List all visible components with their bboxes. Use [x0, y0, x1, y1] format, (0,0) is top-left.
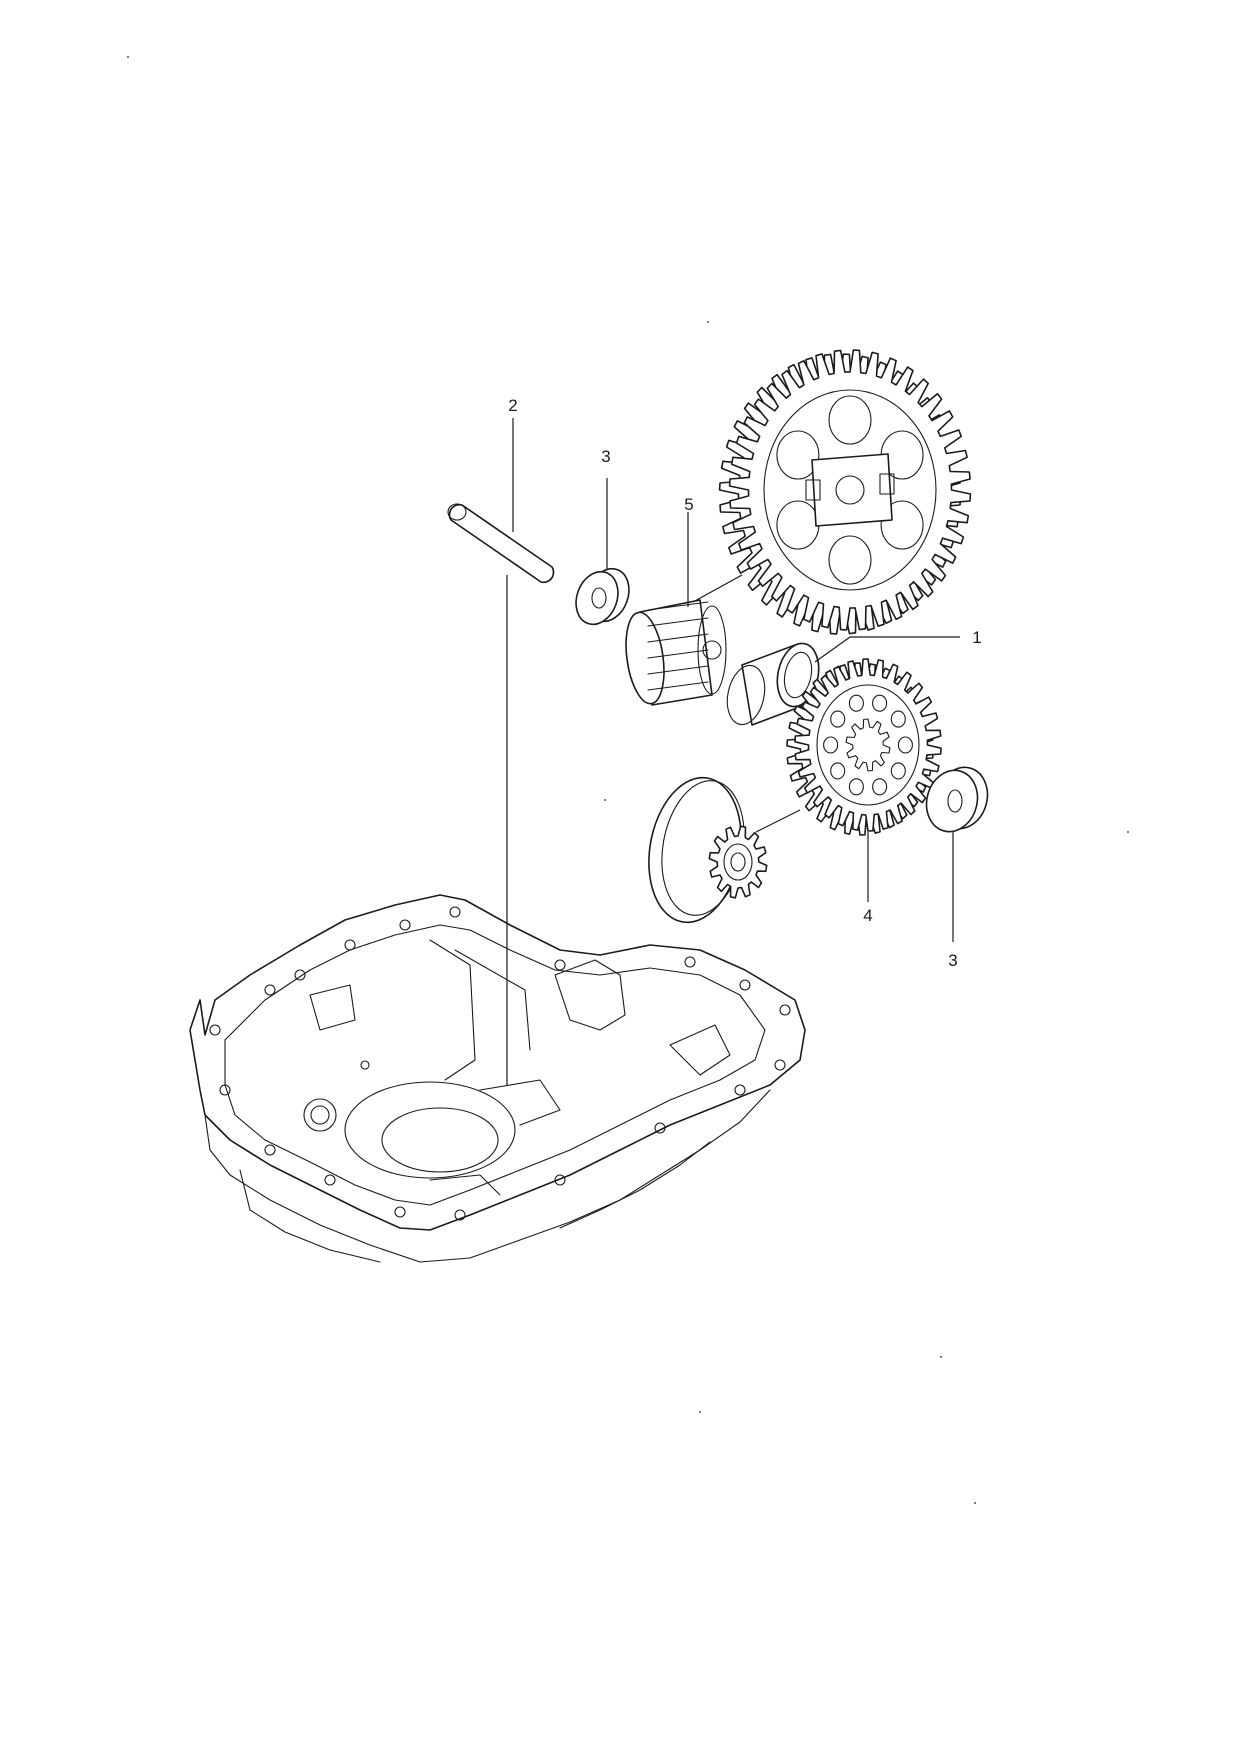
gear-hub-key-left: [805, 479, 821, 501]
gear-bore: [835, 475, 865, 505]
bushing-sleeve: [726, 642, 820, 726]
callout-5: 5: [684, 495, 693, 514]
leader-lines: [506, 418, 960, 1085]
callout-3-lower: 3: [948, 951, 957, 970]
scan-specks: [127, 56, 1129, 1504]
pinion-tooth-line: [647, 601, 709, 611]
gear-hole: [897, 736, 913, 754]
callout-4: 4: [863, 906, 872, 925]
gear-lightening-hole: [828, 395, 872, 445]
gear-hole: [830, 762, 846, 780]
callout-2: 2: [508, 396, 517, 415]
thrust-washer-lower: [925, 766, 989, 833]
gear-inner-rim: [816, 684, 920, 806]
gear-lightening-hole: [776, 430, 820, 480]
gear-hole: [890, 710, 906, 728]
disc-pinion-bore: [723, 843, 753, 881]
gear-hole: [890, 762, 906, 780]
pinion-tooth-line: [647, 633, 709, 643]
gear-hole: [848, 778, 864, 796]
flange-bolt-holes: [209, 906, 791, 1221]
gear-hole: [848, 694, 864, 712]
shaft-pin: [447, 503, 555, 584]
callout-1: 1: [972, 628, 981, 647]
disc-pinion-center: [730, 852, 746, 872]
gear-front-face: [794, 658, 942, 832]
disc-pinion-teeth: [708, 825, 768, 899]
large-gear: [718, 349, 972, 635]
callout-labels: 2 3 5 1 4 3: [508, 396, 981, 970]
pinion-tooth-line: [647, 617, 709, 627]
callout-3-upper: 3: [601, 447, 610, 466]
gear-inner-rim: [763, 389, 937, 591]
disc-with-pinion: [648, 776, 768, 924]
gear-hole: [872, 778, 888, 796]
thrust-washer-upper: [575, 567, 630, 626]
gear-hole: [830, 710, 846, 728]
gear-lightening-hole: [880, 500, 924, 550]
gear-lightening-hole: [828, 535, 872, 585]
gear-hub: [811, 453, 893, 527]
pinion-tooth-line: [647, 665, 709, 675]
medium-gear: [786, 658, 942, 836]
pinion-tooth-line: [647, 681, 709, 691]
gear-hole: [872, 694, 888, 712]
pinion-gear: [625, 599, 727, 706]
oil-pan-housing: [189, 894, 806, 1263]
gear-spline-bore: [845, 718, 891, 772]
gear-hub-key-right: [879, 473, 895, 495]
gear-hole: [823, 736, 839, 754]
